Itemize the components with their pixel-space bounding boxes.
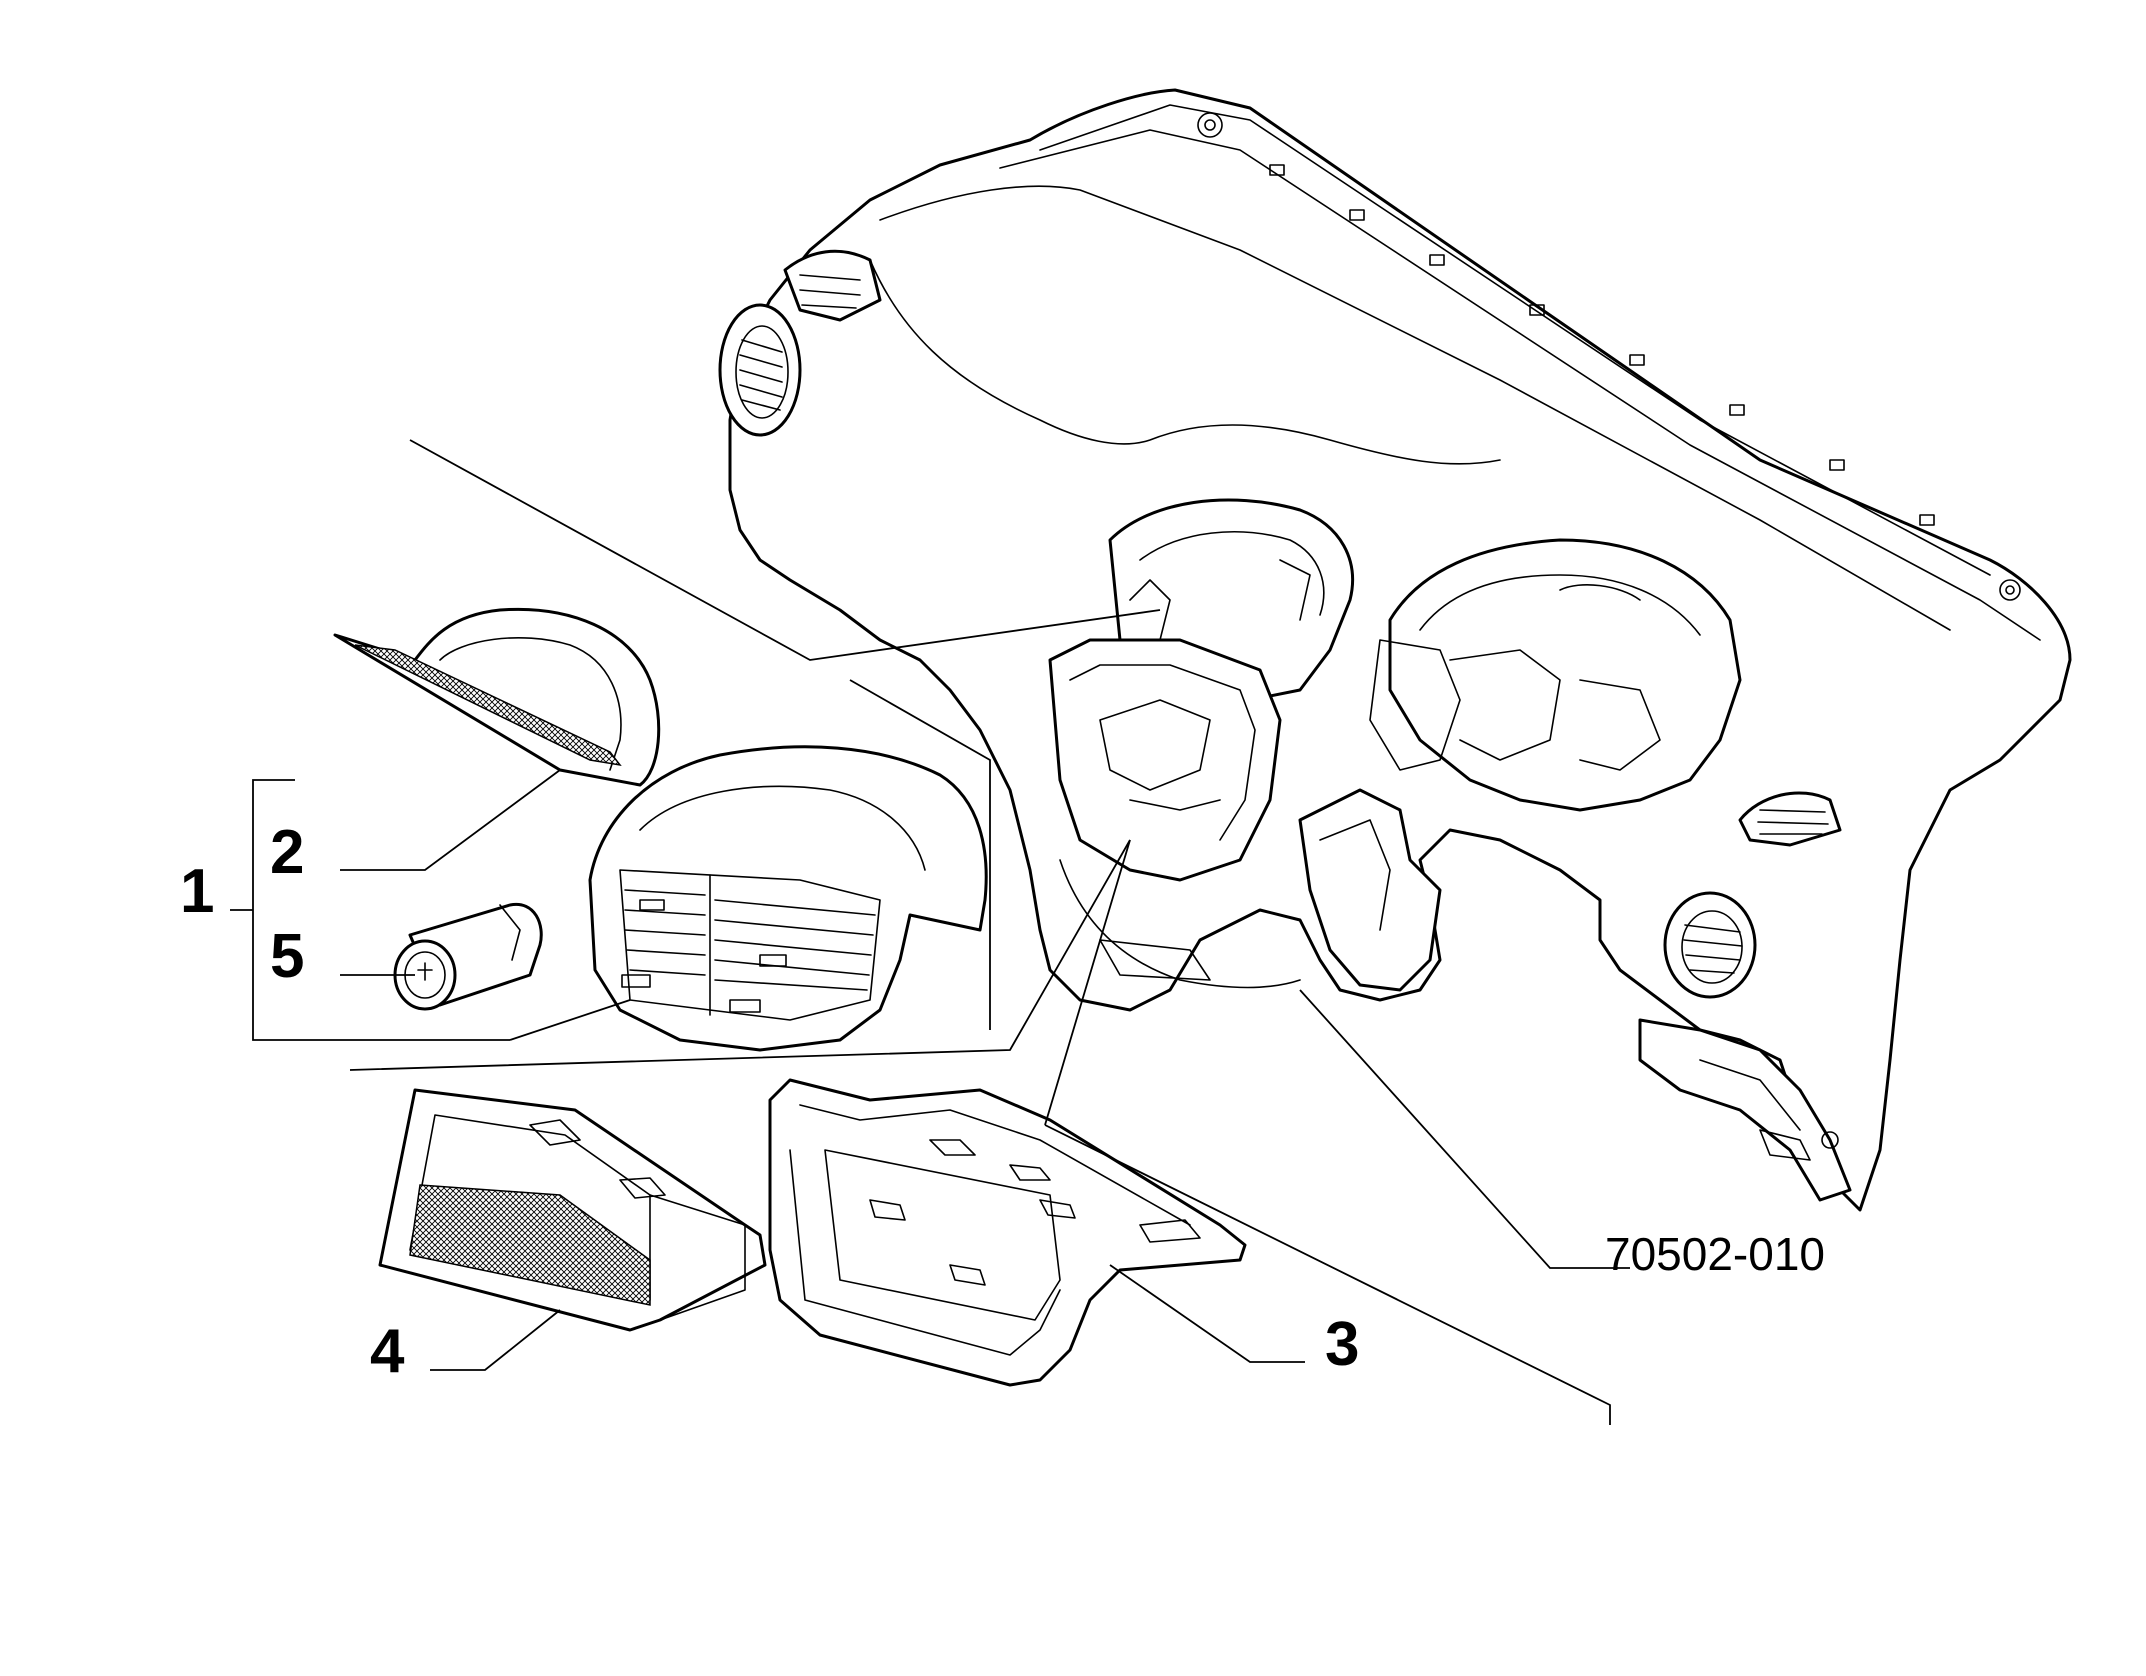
callout-2: 2	[270, 818, 304, 887]
right-lower-bracket	[1638, 1018, 1852, 1202]
callouts: 1 2 5 4 3 70502-010	[180, 818, 1825, 1386]
instrument-cluster-housing	[1369, 538, 1742, 812]
part-4-storage-tray	[378, 1088, 767, 1332]
left-air-vent	[718, 249, 882, 437]
right-air-vents	[1663, 791, 1842, 999]
leader-lines	[230, 439, 1630, 1425]
callout-4: 4	[370, 1317, 405, 1386]
callout-5: 5	[270, 922, 304, 991]
callout-1: 1	[180, 857, 214, 926]
dashboard-assembly	[718, 88, 2072, 1212]
top-mounting-clips	[1197, 112, 2021, 601]
center-console-bay	[1048, 638, 1301, 989]
center-side-bracket	[1298, 788, 1442, 992]
part-1-center-vent-panel	[588, 745, 988, 1052]
part-5-switch-plug	[393, 902, 543, 1011]
callout-3: 3	[1325, 1310, 1359, 1379]
part-3-console-frame	[768, 1078, 1247, 1387]
part-2-trim-bezel	[333, 607, 661, 787]
reference-code: 70502-010	[1605, 1228, 1825, 1280]
